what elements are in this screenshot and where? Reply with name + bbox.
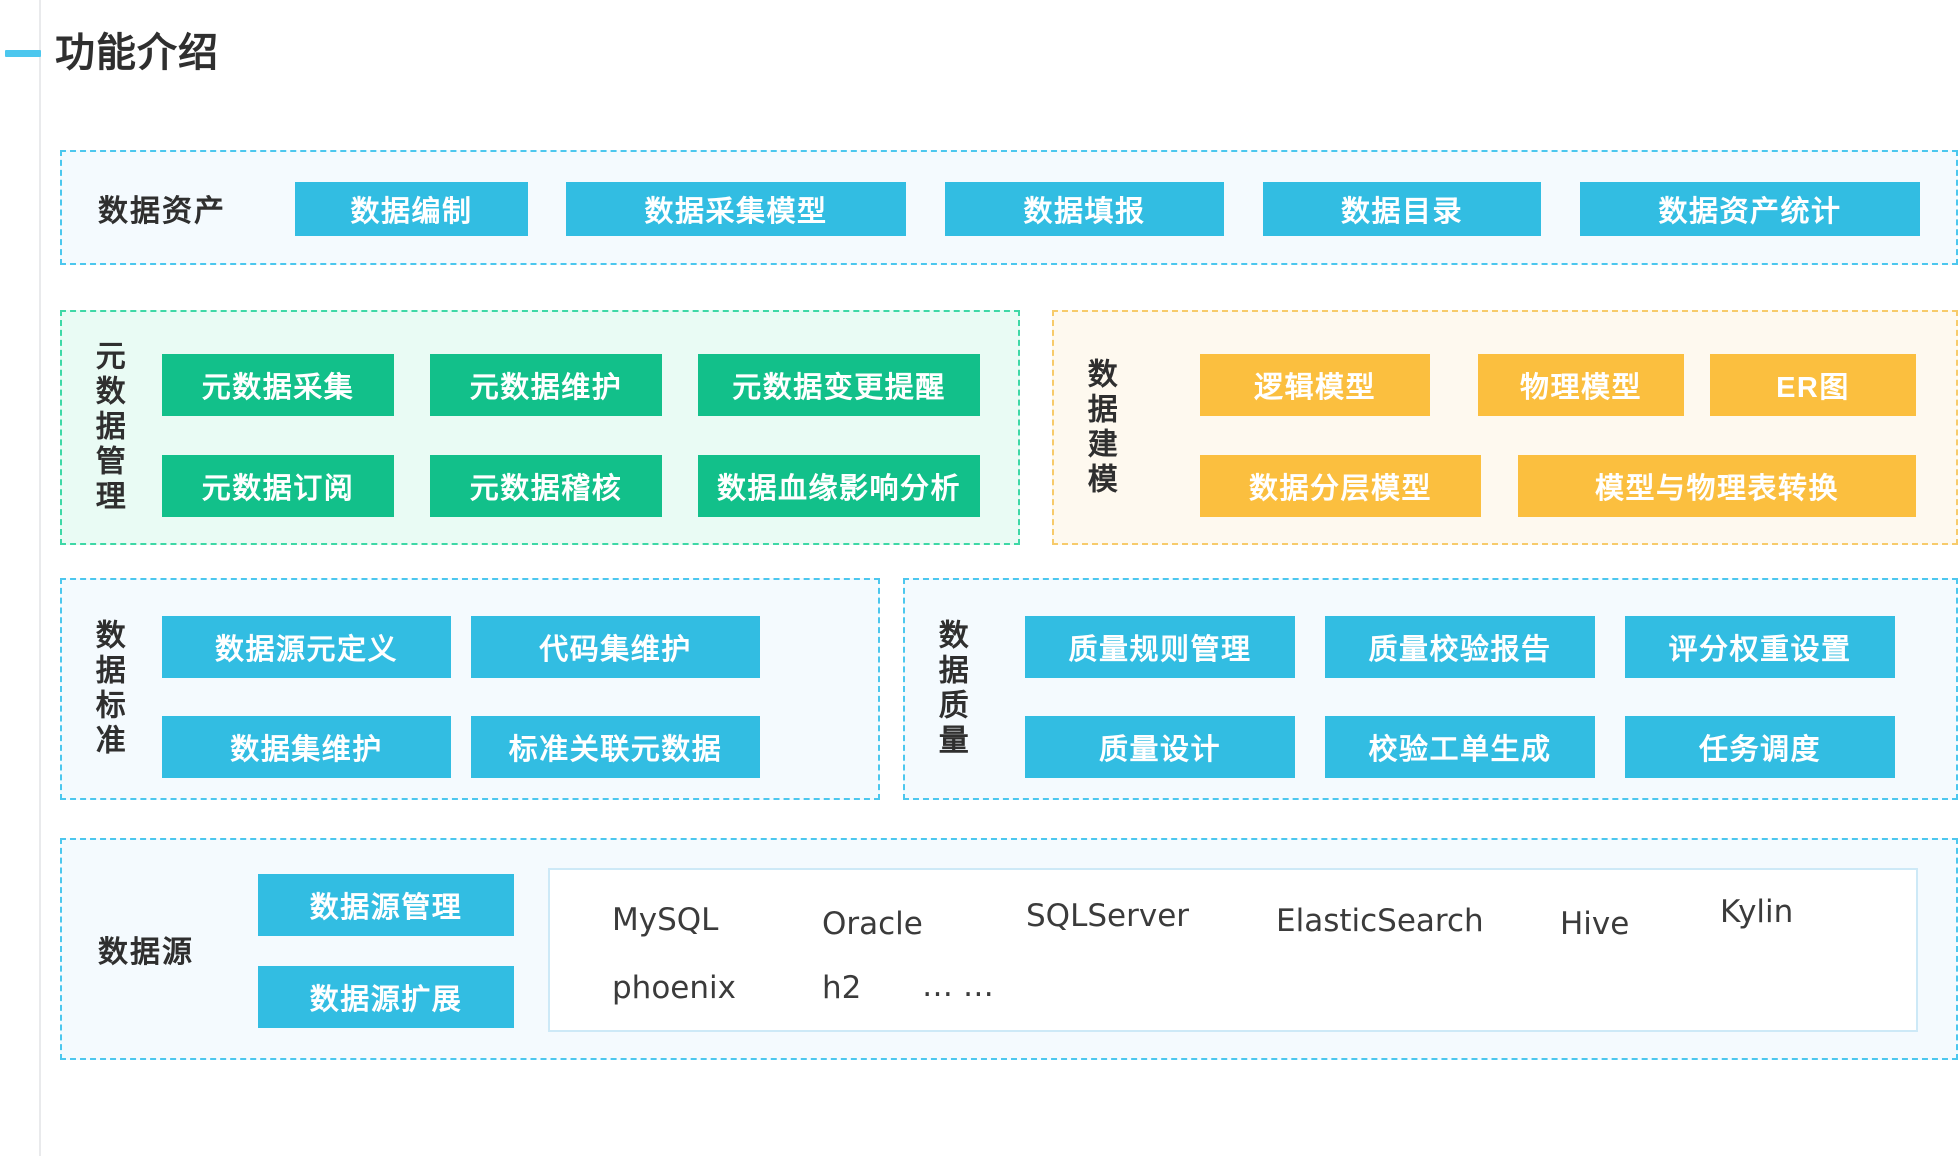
db-item-h2: h2	[822, 970, 862, 1006]
button-codeset-maintenance[interactable]: 代码集维护	[471, 616, 760, 678]
button-quality-validation-report[interactable]: 质量校验报告	[1325, 616, 1595, 678]
section-label-data-quality: 数据质量	[933, 619, 967, 759]
section-data-asset: 数据资产 数据编制 数据采集模型 数据填报 数据目录 数据资产统计	[60, 150, 1958, 265]
section-data-source: 数据源 数据源管理 数据源扩展 MySQL Oracle SQLServer E…	[60, 838, 1958, 1060]
page-title: 功能介绍	[55, 31, 219, 75]
db-item-hive: Hive	[1560, 906, 1630, 942]
button-score-weight-settings[interactable]: 评分权重设置	[1625, 616, 1895, 678]
db-item-oracle: Oracle	[822, 906, 923, 942]
button-data-reporting[interactable]: 数据填报	[945, 182, 1224, 236]
button-layered-data-model[interactable]: 数据分层模型	[1200, 455, 1481, 517]
button-metadata-audit[interactable]: 元数据稽核	[430, 455, 662, 517]
left-vertical-divider	[39, 0, 41, 1156]
button-validation-work-order[interactable]: 校验工单生成	[1325, 716, 1595, 778]
button-datasource-meta-definition[interactable]: 数据源元定义	[162, 616, 451, 678]
section-metadata-management: 元数据管理 元数据采集 元数据维护 元数据变更提醒 元数据订阅 元数据稽核 数据…	[60, 310, 1020, 545]
section-label-data-modeling: 数据建模	[1082, 357, 1116, 498]
db-item-mysql: MySQL	[612, 902, 719, 938]
button-metadata-collection[interactable]: 元数据采集	[162, 354, 394, 416]
section-data-standard: 数据标准 数据源元定义 代码集维护 数据集维护 标准关联元数据	[60, 578, 880, 800]
button-data-collection-model[interactable]: 数据采集模型	[566, 182, 906, 236]
button-quality-design[interactable]: 质量设计	[1025, 716, 1295, 778]
button-datasource-management[interactable]: 数据源管理	[258, 874, 514, 936]
button-metadata-maintenance[interactable]: 元数据维护	[430, 354, 662, 416]
db-item-sqlserver: SQLServer	[1026, 898, 1190, 934]
db-item-elasticsearch: ElasticSearch	[1276, 903, 1484, 939]
button-physical-model[interactable]: 物理模型	[1478, 354, 1684, 416]
section-label-data-asset: 数据资产	[98, 194, 226, 228]
button-data-asset-statistics[interactable]: 数据资产统计	[1580, 182, 1920, 236]
button-data-lineage-impact-analysis[interactable]: 数据血缘影响分析	[698, 455, 980, 517]
button-metadata-subscription[interactable]: 元数据订阅	[162, 455, 394, 517]
supported-database-list: MySQL Oracle SQLServer ElasticSearch Hiv…	[548, 868, 1918, 1032]
section-data-quality: 数据质量 质量规则管理 质量校验报告 评分权重设置 质量设计 校验工单生成 任务…	[903, 578, 1958, 800]
button-er-diagram[interactable]: ER图	[1710, 354, 1916, 416]
db-item-kylin: Kylin	[1720, 894, 1794, 930]
button-datasource-extension[interactable]: 数据源扩展	[258, 966, 514, 1028]
button-quality-rule-management[interactable]: 质量规则管理	[1025, 616, 1295, 678]
section-label-data-source: 数据源	[98, 936, 194, 969]
button-data-compile[interactable]: 数据编制	[295, 182, 528, 236]
section-data-modeling: 数据建模 逻辑模型 物理模型 ER图 数据分层模型 模型与物理表转换	[1052, 310, 1958, 545]
button-model-to-physical-table[interactable]: 模型与物理表转换	[1518, 455, 1916, 517]
blue-dash-icon	[5, 49, 41, 57]
button-standard-linked-metadata[interactable]: 标准关联元数据	[471, 716, 760, 778]
button-logical-model[interactable]: 逻辑模型	[1200, 354, 1430, 416]
button-data-catalog[interactable]: 数据目录	[1263, 182, 1541, 236]
db-item-more: … …	[922, 968, 994, 1004]
db-item-phoenix: phoenix	[612, 970, 736, 1006]
button-dataset-maintenance[interactable]: 数据集维护	[162, 716, 451, 778]
section-label-metadata-management: 元数据管理	[90, 340, 124, 515]
section-label-data-standard: 数据标准	[90, 619, 124, 759]
page-header: 功能介绍	[0, 22, 219, 84]
button-metadata-change-alert[interactable]: 元数据变更提醒	[698, 354, 980, 416]
button-task-scheduling[interactable]: 任务调度	[1625, 716, 1895, 778]
